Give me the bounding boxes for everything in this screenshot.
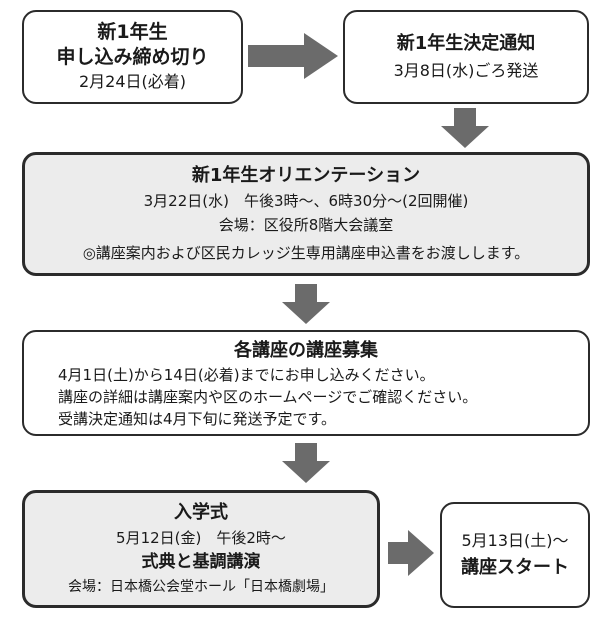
orientation-venue: 会場：区役所8階大会議室 <box>218 215 394 234</box>
deadline-box: 新1年生 申し込み締め切り 2月24日(必着) <box>22 10 243 104</box>
arrow-right-icon <box>248 33 338 79</box>
entrance-ceremony-box: 入学式 5月12日(金) 午後2時～ 式典と基調講演 会場：日本橋公会堂ホール「… <box>22 490 380 608</box>
deadline-title: 新1年生 <box>97 21 168 43</box>
orientation-time: 3月22日(水) 午後3時～、6時30分～(2回開催) <box>143 191 469 210</box>
entrance-event: 式典と基調講演 <box>141 551 261 572</box>
orientation-note: ◎講座案内および区民カレッジ生専用講座申込書をお渡しします。 <box>82 243 530 262</box>
recruitment-line: 講座の詳細は講座案内や区のホームページでご確認ください。 <box>58 387 478 406</box>
start-label: 講座スタート <box>461 557 569 578</box>
entrance-title: 入学式 <box>174 501 228 523</box>
orientation-title: 新1年生オリエンテーション <box>191 164 421 186</box>
deadline-subtitle: 申し込み締め切り <box>56 46 209 68</box>
arrow-down-icon <box>282 443 330 483</box>
recruitment-title: 各講座の講座募集 <box>234 339 378 361</box>
course-start-box: 5月13日(土)～ 講座スタート <box>440 502 590 608</box>
orientation-box: 新1年生オリエンテーション 3月22日(水) 午後3時～、6時30分～(2回開催… <box>22 152 590 276</box>
decision-date: 3月8日(水)ごろ発送 <box>393 61 539 80</box>
decision-notice-box: 新1年生決定通知 3月8日(水)ごろ発送 <box>343 10 589 104</box>
arrow-right-icon <box>388 530 434 576</box>
course-recruitment-box: 各講座の講座募集 4月1日(土)から14日(必着)までにお申し込みください。 講… <box>22 330 590 436</box>
recruitment-line: 4月1日(土)から14日(必着)までにお申し込みください。 <box>58 365 435 384</box>
entrance-time: 5月12日(金) 午後2時～ <box>116 528 286 547</box>
deadline-date: 2月24日(必着) <box>78 72 187 91</box>
arrow-down-icon <box>441 108 489 148</box>
recruitment-line: 受講決定通知は4月下旬に発送予定です。 <box>58 409 337 428</box>
decision-title: 新1年生決定通知 <box>396 33 536 54</box>
start-date: 5月13日(土)～ <box>461 531 569 550</box>
arrow-down-icon <box>282 284 330 324</box>
entrance-venue: 会場：日本橋公会堂ホール「日本橋劇場」 <box>68 578 334 595</box>
